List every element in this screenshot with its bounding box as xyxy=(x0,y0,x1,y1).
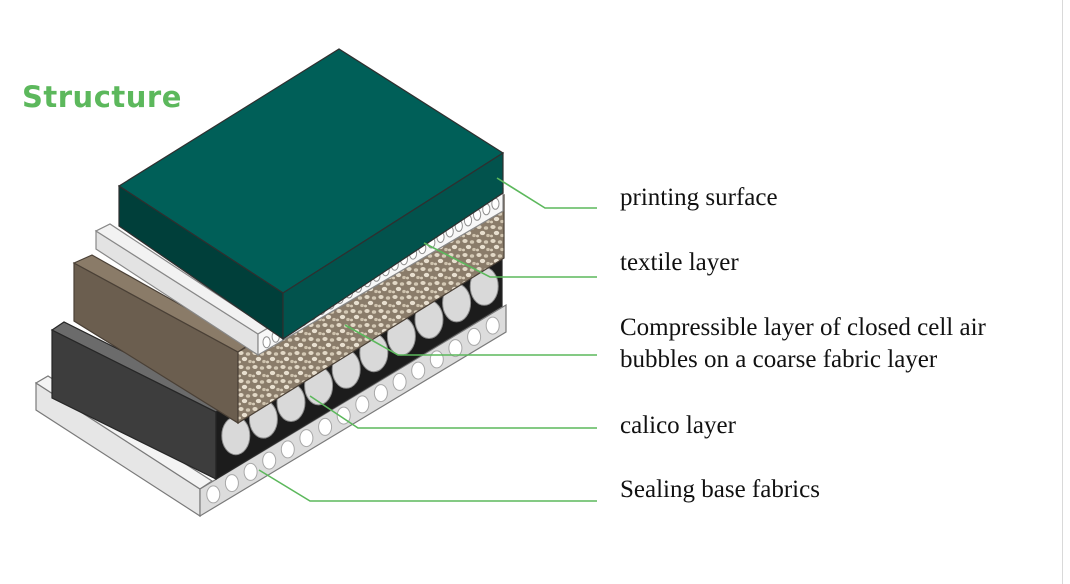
base-bubble xyxy=(467,327,482,346)
calico-bubble xyxy=(221,416,251,456)
base-bubble xyxy=(392,372,407,391)
label-compressible-layer: Compressible layer of closed cell air bu… xyxy=(620,312,986,376)
leader-sealing-base xyxy=(258,469,597,502)
base-bubble xyxy=(448,339,463,358)
base-bubble xyxy=(411,361,426,380)
calico-bubbles xyxy=(221,266,499,456)
base-bubble xyxy=(485,316,500,335)
base-bubble xyxy=(299,429,314,448)
base-bubble xyxy=(355,395,370,414)
label-line: Sealing base fabrics xyxy=(620,476,820,503)
leader-printing-surface xyxy=(496,177,597,209)
base-bubble xyxy=(429,350,444,369)
label-sealing-base: Sealing base fabrics xyxy=(620,474,820,506)
leader-lines xyxy=(258,177,597,502)
label-line: printing surface xyxy=(620,184,778,211)
label-line: bubbles on a coarse fabric layer xyxy=(620,346,938,373)
printing-surface-layer xyxy=(117,48,505,341)
label-calico-layer: calico layer xyxy=(620,410,736,442)
base-bubble xyxy=(206,485,221,504)
base-bubble xyxy=(318,417,333,436)
leader-textile-layer xyxy=(423,242,597,278)
base-bubble xyxy=(224,474,239,493)
printing-surface-front xyxy=(282,151,504,341)
base-bubble xyxy=(243,462,258,481)
label-printing-surface: printing surface xyxy=(620,182,778,214)
label-line: textile layer xyxy=(620,249,739,276)
leader-compressible-layer xyxy=(344,324,597,356)
label-line: calico layer xyxy=(620,412,736,439)
base-bubble xyxy=(262,451,277,470)
sealing-base-front xyxy=(199,303,507,518)
label-line: Compressible layer of closed cell air xyxy=(620,314,986,341)
base-bubble xyxy=(373,384,388,403)
leader-calico-layer xyxy=(309,395,597,429)
diagram-title: Structure xyxy=(22,80,182,114)
label-textile-layer: textile layer xyxy=(620,247,739,279)
textile-bubble xyxy=(262,336,271,349)
base-bubble xyxy=(280,440,295,459)
page-edge-rule xyxy=(1062,0,1063,584)
compressible-layer xyxy=(72,193,505,425)
